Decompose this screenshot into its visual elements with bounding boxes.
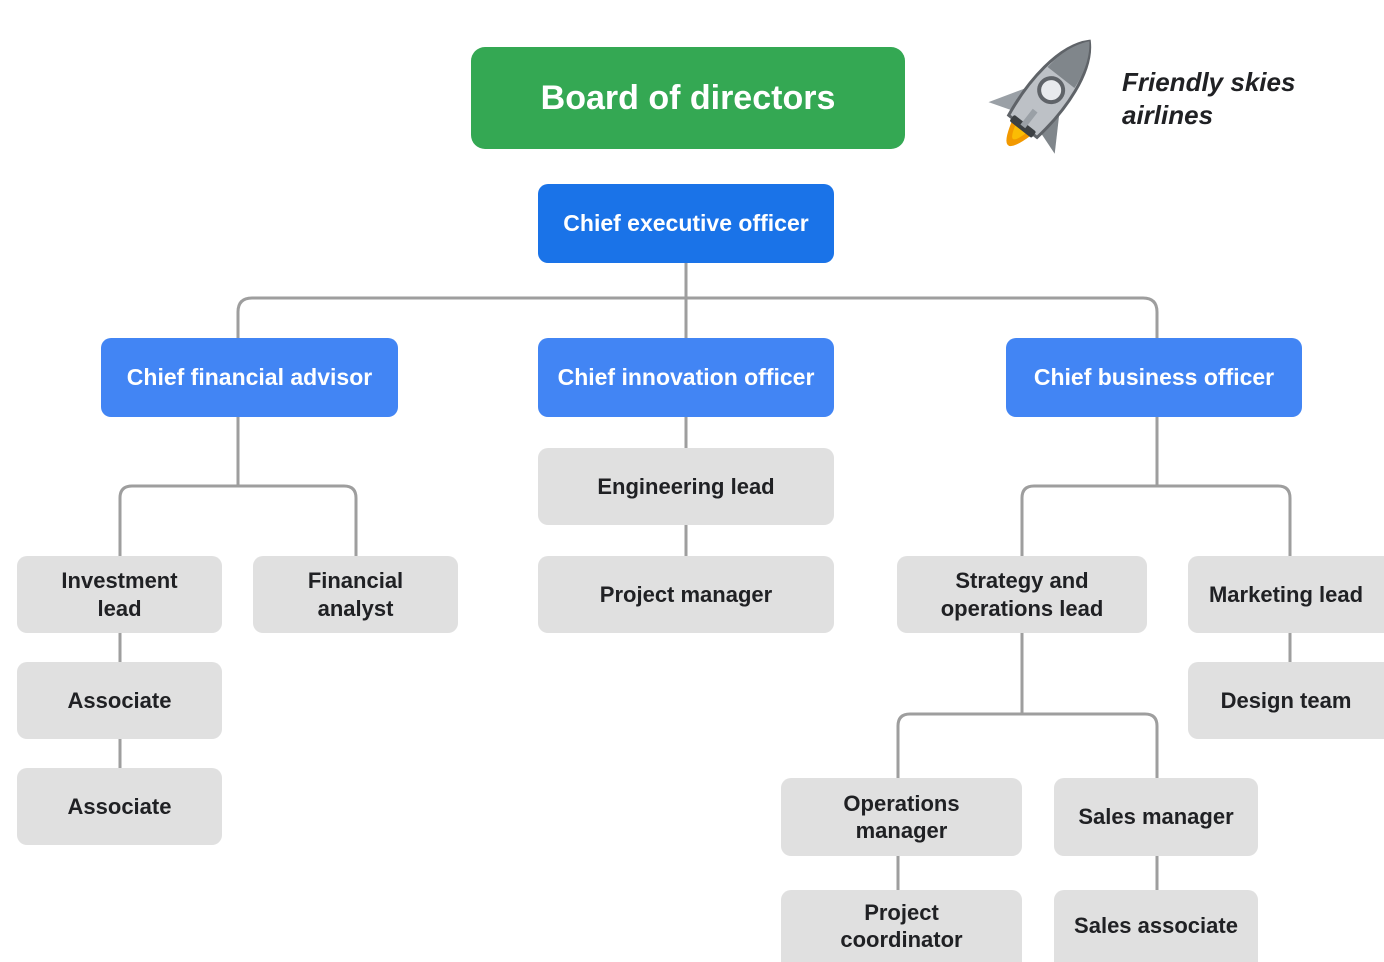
node-label: Chief business officer <box>1033 364 1275 391</box>
node-label: Marketing lead <box>1208 581 1364 607</box>
node-associate: Associate <box>17 662 222 739</box>
node-label: Chief financial advisor <box>126 364 373 391</box>
node-label: Chief innovation officer <box>557 364 815 391</box>
node-marketing-lead: Marketing lead <box>1188 556 1384 633</box>
node-label: Project manager <box>599 581 773 607</box>
rocket-icon <box>988 39 1092 154</box>
node-label: Sales associate <box>1074 913 1238 939</box>
node-label: Associate <box>67 687 172 713</box>
node-chief-financial-advisor: Chief financial advisor <box>101 338 398 417</box>
node-label: Engineering lead <box>597 473 775 499</box>
node-chief-executive-officer: Chief executive officer <box>538 184 834 263</box>
node-sales-associate: Sales associate <box>1054 890 1258 962</box>
node-financial-analyst: Financial analyst <box>253 556 458 633</box>
node-chief-innovation-officer: Chief innovation officer <box>538 338 834 417</box>
node-associate: Associate <box>17 768 222 845</box>
node-label: Operations manager <box>843 790 960 844</box>
node-sales-manager: Sales manager <box>1054 778 1258 856</box>
node-label: Chief executive officer <box>563 210 809 237</box>
node-strategy-and-operations-lead: Strategy and operations lead <box>897 556 1147 633</box>
node-label: Board of directors <box>540 78 836 117</box>
node-chief-business-officer: Chief business officer <box>1006 338 1302 417</box>
connector-executive-bus <box>236 296 1159 338</box>
company-name: Friendly skies airlines <box>1122 67 1296 130</box>
node-project-coordinator: Project coordinator <box>781 890 1022 962</box>
connector-cfa-bus <box>118 484 358 556</box>
node-board-of-directors: Board of directors <box>471 47 905 149</box>
node-operations-manager: Operations manager <box>781 778 1022 856</box>
node-engineering-lead: Engineering lead <box>538 448 834 525</box>
node-investment-lead: Investment lead <box>17 556 222 633</box>
node-design-team: Design team <box>1188 662 1384 739</box>
node-label: Sales manager <box>1078 804 1234 830</box>
connector-cbo-bus <box>1020 484 1292 556</box>
node-project-manager: Project manager <box>538 556 834 633</box>
node-label: Strategy and operations lead <box>940 568 1104 621</box>
node-label: Financial analyst <box>307 568 404 621</box>
node-label: Design team <box>1220 687 1352 713</box>
node-label: Project coordinator <box>840 899 963 953</box>
connector-strategy-bus <box>896 712 1159 778</box>
node-label: Investment lead <box>61 568 178 621</box>
node-label: Associate <box>67 793 172 819</box>
